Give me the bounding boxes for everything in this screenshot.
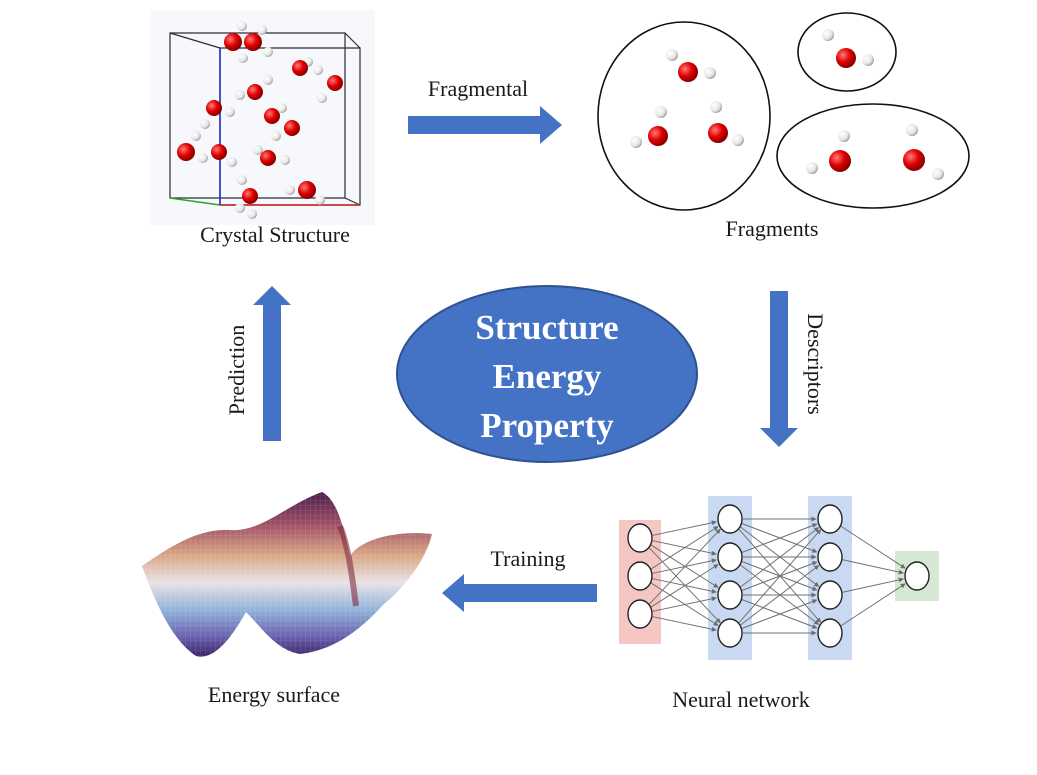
nn-connection [741,523,818,553]
neural-network-label: Neural network [672,687,809,712]
center-ellipse [396,285,698,463]
nn-node-layer-3 [817,542,843,572]
center-ellipse-group: Structure Energy Property [396,285,698,463]
energy-surface-ridge [337,524,359,607]
nn-node-layer-2 [717,504,743,534]
fragment-molecules [630,29,944,180]
crystal-structure-panel: Crystal Structure [150,10,375,247]
neural-network-panel: Neural network [619,496,939,712]
crystal-panel-bg [150,10,375,225]
nn-node-layer-1 [627,523,653,553]
nn-node-layer-3 [817,580,843,610]
descriptors-arrow: Descriptors [760,291,828,447]
energy-surface-panel: Energy surface [142,492,432,707]
nn-node-layer-1 [627,599,653,629]
fragments-panel: Fragments [597,12,970,241]
nn-connection [740,527,820,588]
nn-connection [840,525,906,569]
nn-connection [652,596,717,612]
nn-node-layer-2 [717,542,743,572]
crystal-structure-label: Crystal Structure [200,222,350,247]
fragmental-arrow: Fragmental [408,76,562,144]
nn-node-layer-2 [717,580,743,610]
fragments-label: Fragments [726,216,819,241]
nn-node-layer-3 [817,504,843,534]
nn-connection [652,616,717,632]
descriptors-arrow-shape [760,291,798,447]
center-label-structure: Structure [475,308,618,347]
energy-surface-mesh [142,492,432,657]
cell-axis-green [169,197,221,206]
training-arrow: Training [442,546,597,612]
nn-connection [650,526,719,570]
crystal-molecules [177,21,343,219]
nn-connection [738,529,822,624]
prediction-arrow-shape [253,286,291,441]
nn-connection [740,565,820,626]
prediction-label: Prediction [224,325,249,415]
nn-connection [648,528,721,605]
nn-node-layer-2 [717,618,743,648]
fragmental-arrow-shape [408,106,562,144]
nn-connection [650,564,719,608]
energy-surface-label: Energy surface [208,682,340,707]
descriptors-label: Descriptors [803,313,828,414]
fragmental-label: Fragmental [428,76,528,101]
center-label-property: Property [480,406,614,445]
center-label-energy: Energy [493,357,602,396]
prediction-arrow: Prediction [224,286,291,441]
nn-connection [652,520,717,536]
fragment-ellipse-pair [776,103,970,209]
fragment-ellipse-small [797,12,897,92]
nn-node-layer-4 [904,561,930,591]
training-arrow-shape [442,574,597,612]
nn-node-layer-1 [627,561,653,591]
nn-connection [840,583,906,627]
training-label: Training [491,546,566,571]
nn-nodes [627,504,930,648]
fragment-ellipse-large [597,21,771,211]
nn-connection [741,599,818,629]
nn-connection [842,559,904,575]
nn-node-layer-3 [817,618,843,648]
nn-connection [842,577,904,593]
nn-edges [648,516,906,636]
